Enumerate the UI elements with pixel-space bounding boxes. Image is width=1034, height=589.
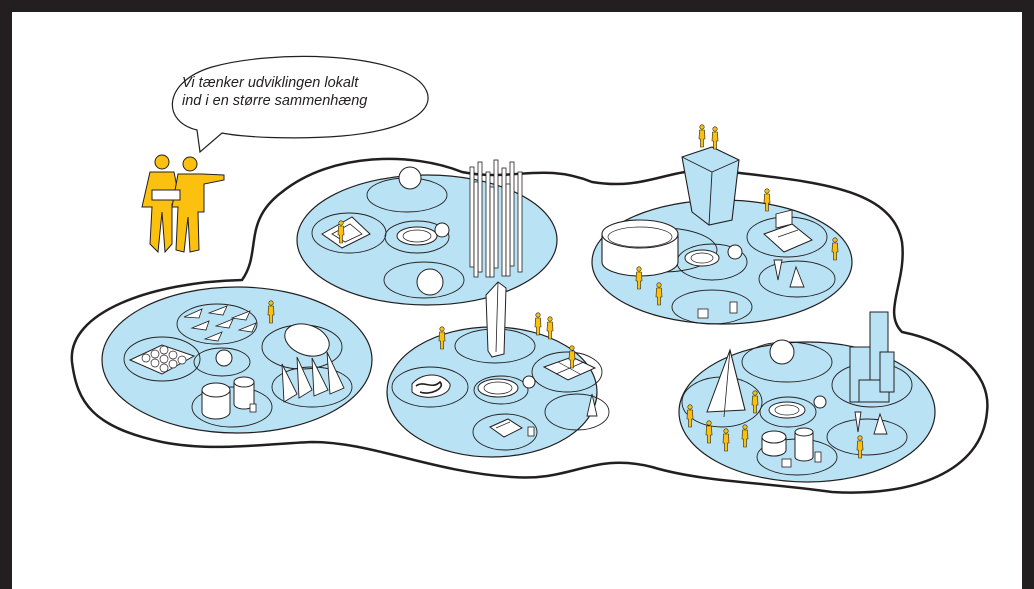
zone-top-right [592, 125, 852, 324]
zone-left [102, 287, 372, 433]
speech-line-2: ind i en større sammenhæng [182, 92, 422, 110]
city-zones-illustration [12, 12, 1034, 589]
presenters-figures [142, 155, 224, 252]
speech-bubble-text: Vi tænker udviklingen lokalt ind i en st… [182, 74, 422, 110]
speech-line-1: Vi tænker udviklingen lokalt [182, 74, 422, 92]
